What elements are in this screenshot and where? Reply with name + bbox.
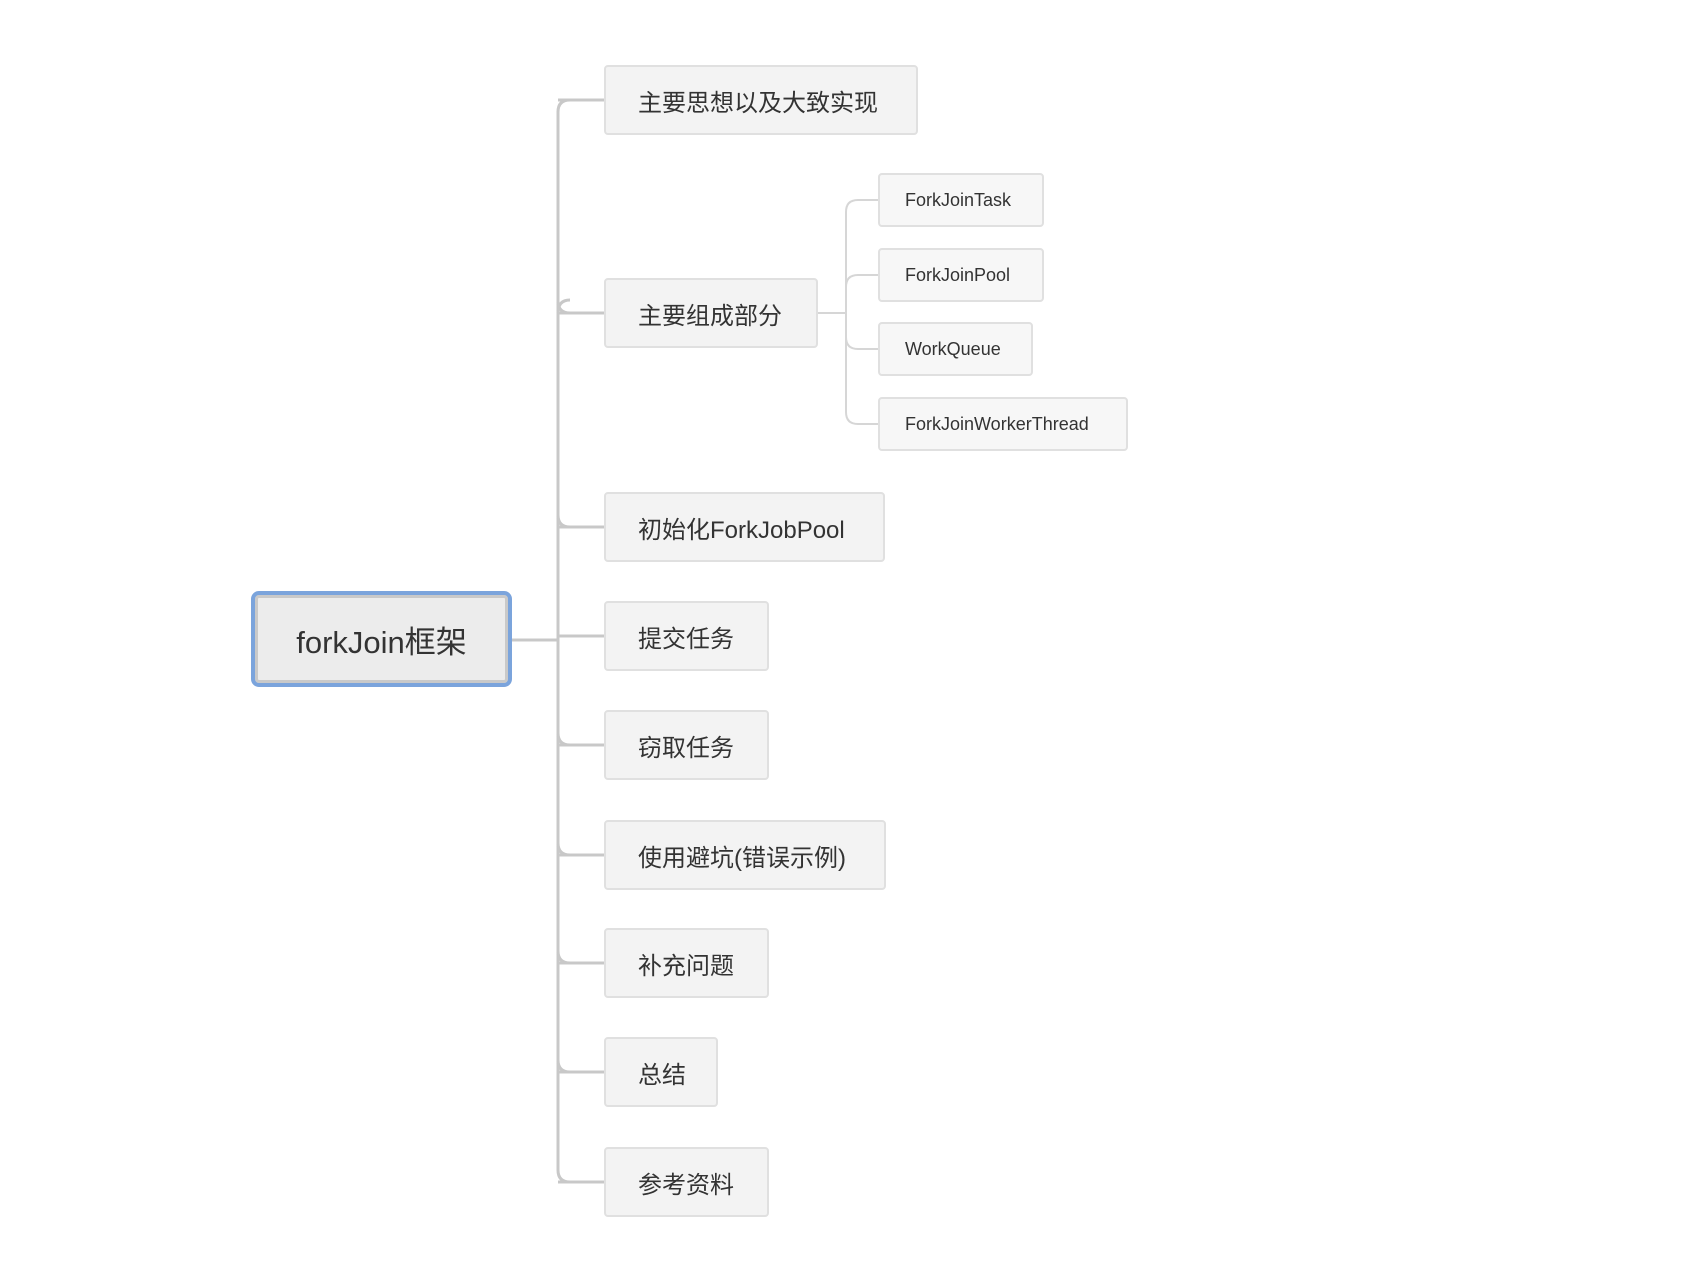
leaf-label: ForkJoinWorkerThread [905,413,1089,434]
branch-label: 补充问题 [638,952,734,980]
leaf-label: ForkJoinPool [905,264,1011,285]
branch-label: 窃取任务 [638,734,734,762]
root-label: forkJoin框架 [296,624,467,660]
branch-label: 总结 [638,1061,686,1089]
branch-node[interactable]: 窃取任务 [604,710,769,780]
branch-node[interactable]: 主要思想以及大致实现 [604,65,918,135]
main-trunk [556,98,571,1184]
leaf-node[interactable]: WorkQueue [878,322,1033,376]
branch-node[interactable]: 主要组成部分 [604,278,818,348]
branch-label: 主要思想以及大致实现 [638,89,878,117]
leaf-label: WorkQueue [905,338,1001,359]
branch-node[interactable]: 初始化ForkJobPool [604,492,885,562]
branch-label: 参考资料 [638,1171,734,1199]
leaf-node[interactable]: ForkJoinTask [878,173,1044,227]
branch-node[interactable]: 提交任务 [604,601,769,671]
leaf-node[interactable]: ForkJoinPool [878,248,1044,302]
sub-trunk [818,199,878,425]
branch-label: 提交任务 [638,625,734,653]
branch-label: 初始化ForkJobPool [638,516,845,544]
leaf-label: ForkJoinTask [905,189,1012,210]
branch-node[interactable]: 总结 [604,1037,718,1107]
leaf-node[interactable]: ForkJoinWorkerThread [878,397,1128,451]
branch-node[interactable]: 使用避坑(错误示例) [604,820,886,890]
branch-node[interactable]: 补充问题 [604,928,769,998]
branch-label: 使用避坑(错误示例) [638,844,846,872]
branch-node[interactable]: 参考资料 [604,1147,769,1217]
root-node[interactable]: forkJoin框架 [251,591,512,687]
branch-label: 主要组成部分 [638,302,782,330]
